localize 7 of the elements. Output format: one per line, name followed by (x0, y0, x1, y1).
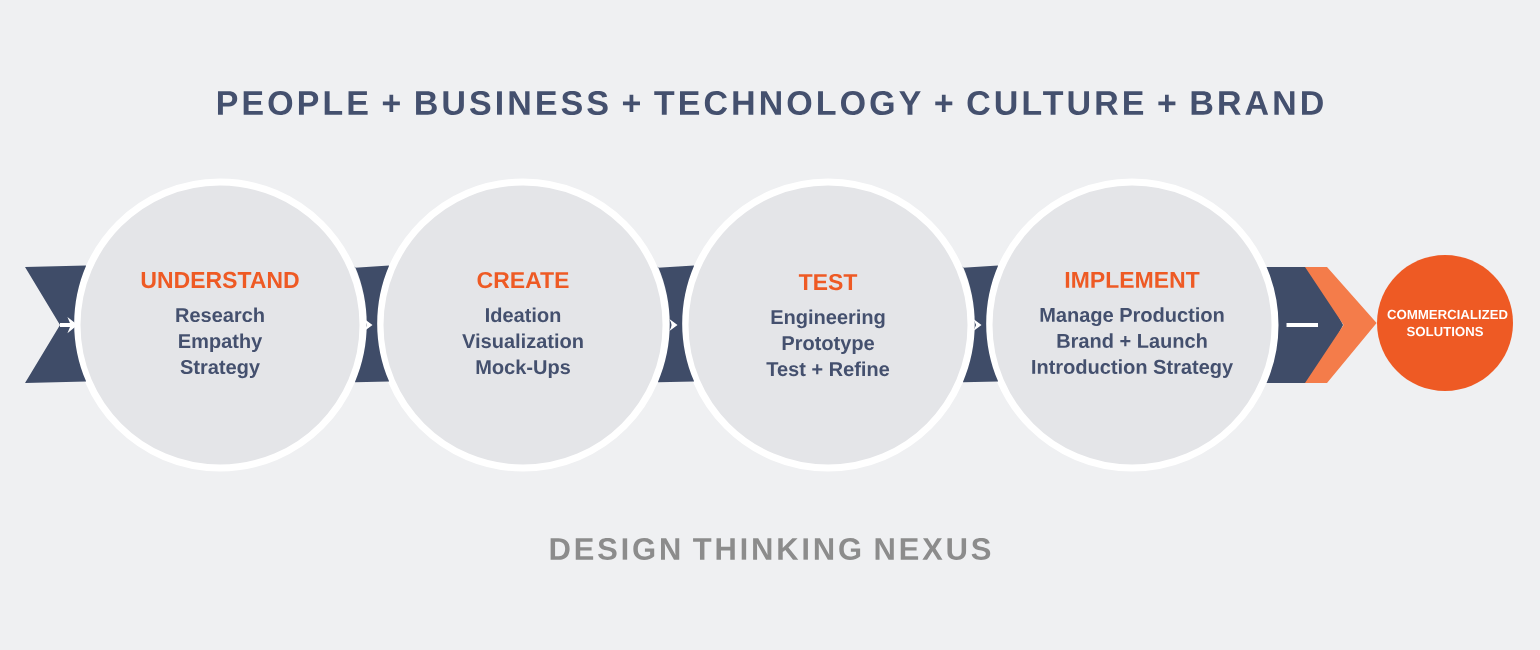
title: PEOPLE + BUSINESS + TECHNOLOGY + CULTURE + BRAND (218, 90, 1323, 116)
chevron-arrow (354, 265, 390, 383)
caption: DESIGN THINKING NEXUS (550, 538, 991, 560)
chevron-arrow (962, 265, 999, 383)
chevron-arrow (657, 265, 695, 383)
chevron-arrow (1305, 267, 1377, 383)
chevron-arrow (25, 265, 87, 383)
